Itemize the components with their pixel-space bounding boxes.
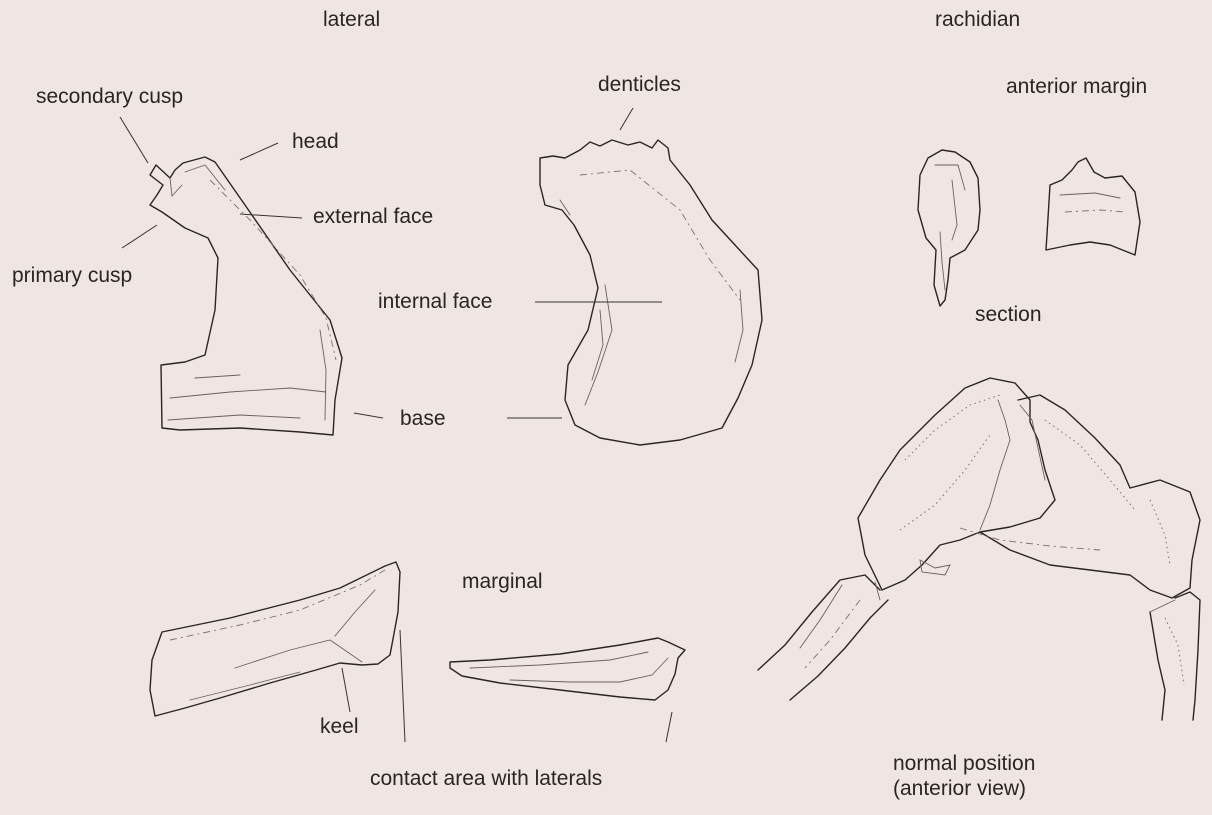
- leader-lines: [120, 108, 672, 742]
- label-anterior-margin: anterior margin: [1006, 75, 1147, 99]
- label-secondary-cusp: secondary cusp: [36, 85, 183, 109]
- marginal-tooth-view-2: [450, 638, 685, 700]
- rachidian-section: [918, 150, 980, 306]
- marginal-tooth-view-1: [150, 562, 400, 716]
- label-keel: keel: [320, 715, 359, 739]
- label-normal-position: normal position: [893, 752, 1035, 776]
- label-denticles: denticles: [598, 73, 681, 97]
- label-internal-face: internal face: [378, 290, 492, 314]
- normal-position-drawing: [758, 378, 1200, 720]
- heading-marginal: marginal: [462, 570, 543, 594]
- label-anterior-view: (anterior view): [893, 777, 1026, 801]
- label-primary-cusp: primary cusp: [12, 264, 132, 288]
- label-section: section: [975, 303, 1042, 327]
- rachidian-front: [1046, 158, 1140, 255]
- lateral-tooth-internal-view: [540, 140, 762, 445]
- label-external-face: external face: [313, 205, 433, 229]
- heading-lateral: lateral: [323, 8, 380, 32]
- label-base: base: [400, 407, 446, 431]
- label-head: head: [292, 130, 339, 154]
- heading-rachidian: rachidian: [935, 8, 1020, 32]
- label-contact-area: contact area with laterals: [370, 767, 602, 791]
- lateral-tooth-external-view: [150, 157, 342, 435]
